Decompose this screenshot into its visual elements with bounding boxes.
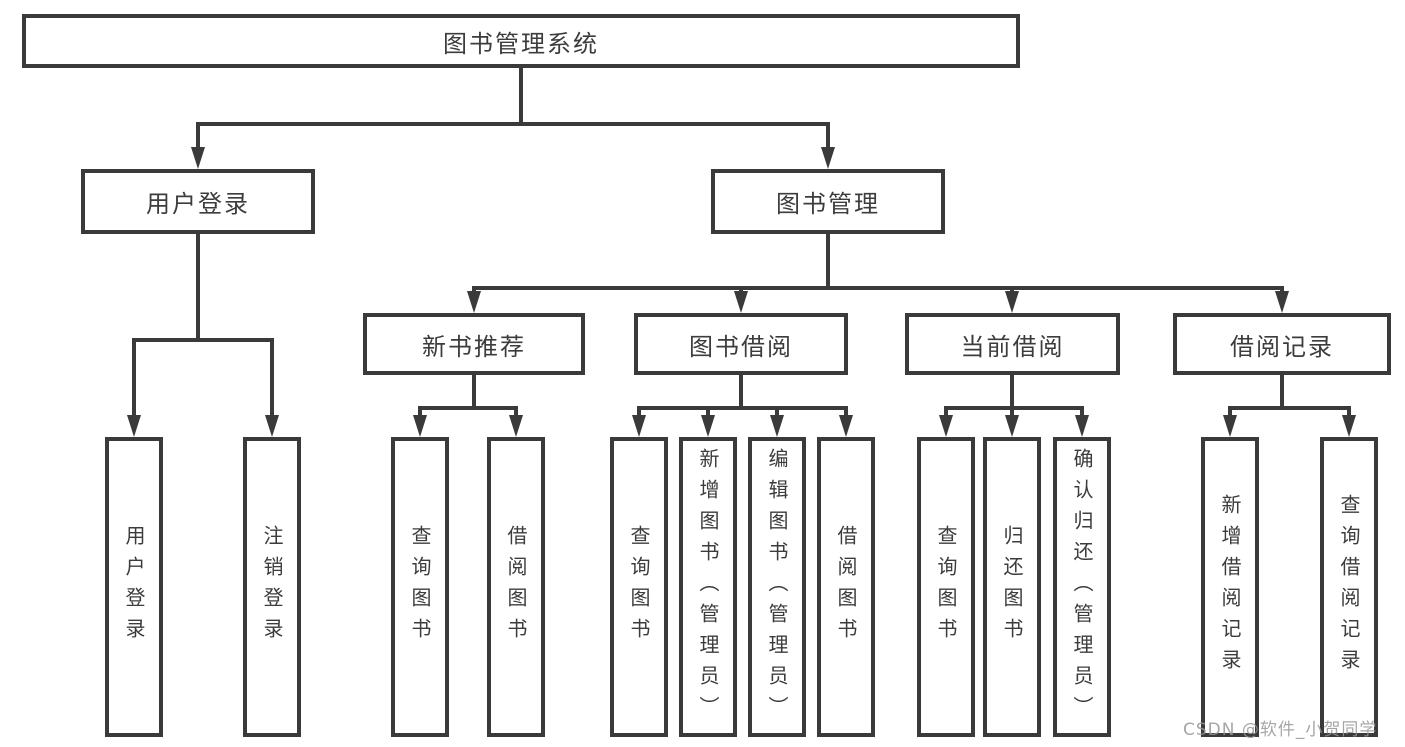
connector-bb-drop-4 <box>844 406 848 415</box>
connector-user-login-bar <box>132 338 274 342</box>
leaf-br-query-borrow-record: 查询借阅记录 <box>1320 437 1378 737</box>
connector-borrow-records-bar <box>1228 406 1351 410</box>
leaf-label: 确认归还（管理员） <box>1070 447 1094 727</box>
connector-bb-drop-3 <box>775 406 779 415</box>
connector-new-book-recommend-bar <box>418 406 518 410</box>
connector-br-drop-1 <box>1228 406 1232 415</box>
leaf-label: 注销登录 <box>260 525 284 649</box>
leaf-user-login-logout: 注销登录 <box>243 437 301 737</box>
leaf-user-login-login: 用户登录 <box>105 437 163 737</box>
leaf-label: 编辑图书（管理员） <box>765 447 789 727</box>
leaf-bb-add-books-admin: 新增图书（管理员） <box>679 437 737 737</box>
connector-cb-drop-3 <box>1080 406 1084 415</box>
connector-nbr-drop-2 <box>514 406 518 415</box>
leaf-cb-query-books: 查询图书 <box>917 437 975 737</box>
connector-bm-drop-new-book-recommend <box>472 286 476 291</box>
node-user-login: 用户登录 <box>81 169 315 234</box>
connector-bb-drop-1 <box>637 406 641 415</box>
connector-root-bar <box>196 122 830 126</box>
leaf-label: 查询图书 <box>408 525 432 649</box>
connector-borrow-records-stem <box>1280 373 1284 406</box>
leaf-bb-query-books: 查询图书 <box>610 437 668 737</box>
connector-nbr-drop-1 <box>418 406 422 415</box>
connector-cb-drop-2 <box>1010 406 1014 415</box>
connector-user-login-stem <box>196 232 200 338</box>
leaf-label: 查询图书 <box>627 525 651 649</box>
leaf-cb-confirm-return-admin: 确认归还（管理员） <box>1053 437 1111 737</box>
connector-bm-drop-borrow-records <box>1280 286 1284 291</box>
leaf-nbr-query-books: 查询图书 <box>391 437 449 737</box>
connector-user-login-drop-1 <box>132 338 136 415</box>
node-root: 图书管理系统 <box>22 14 1020 68</box>
leaf-bb-borrow-books: 借阅图书 <box>817 437 875 737</box>
leaf-br-add-borrow-record: 新增借阅记录 <box>1201 437 1259 737</box>
leaf-cb-return-books: 归还图书 <box>983 437 1041 737</box>
csdn-watermark: CSDN @软件_小贺同学 <box>1183 720 1378 740</box>
connector-br-drop-2 <box>1347 406 1351 415</box>
leaf-label: 查询图书 <box>934 525 958 649</box>
leaf-bb-edit-books-admin: 编辑图书（管理员） <box>748 437 806 737</box>
connector-root-drop-user-login <box>196 122 200 147</box>
leaf-label: 用户登录 <box>122 525 146 649</box>
leaf-label: 借阅图书 <box>834 525 858 649</box>
connector-current-borrow-bar <box>944 406 1084 410</box>
connector-book-management-bar <box>472 286 1284 290</box>
connector-user-login-drop-2 <box>270 338 274 415</box>
connector-bm-drop-current-borrow <box>1010 286 1014 291</box>
node-new-book-recommend: 新书推荐 <box>363 313 585 375</box>
leaf-nbr-borrow-books: 借阅图书 <box>487 437 545 737</box>
leaf-label: 查询借阅记录 <box>1337 494 1361 680</box>
node-book-borrow: 图书借阅 <box>634 313 848 375</box>
connector-bm-drop-book-borrow <box>739 286 743 291</box>
connector-book-borrow-stem <box>739 373 743 406</box>
leaf-label: 借阅图书 <box>504 525 528 649</box>
node-book-management: 图书管理 <box>711 169 945 234</box>
connector-root-stem <box>519 66 523 122</box>
node-current-borrow: 当前借阅 <box>905 313 1120 375</box>
connector-current-borrow-stem <box>1010 373 1014 406</box>
leaf-label: 归还图书 <box>1000 525 1024 649</box>
node-borrow-records: 借阅记录 <box>1173 313 1391 375</box>
connector-new-book-recommend-stem <box>472 373 476 406</box>
connector-bb-drop-2 <box>706 406 710 415</box>
connector-cb-drop-1 <box>944 406 948 415</box>
leaf-label: 新增借阅记录 <box>1218 494 1242 680</box>
connector-book-management-stem <box>826 232 830 286</box>
leaf-label: 新增图书（管理员） <box>696 447 720 727</box>
connector-root-drop-book-management <box>826 122 830 147</box>
connector-book-borrow-bar <box>637 406 848 410</box>
